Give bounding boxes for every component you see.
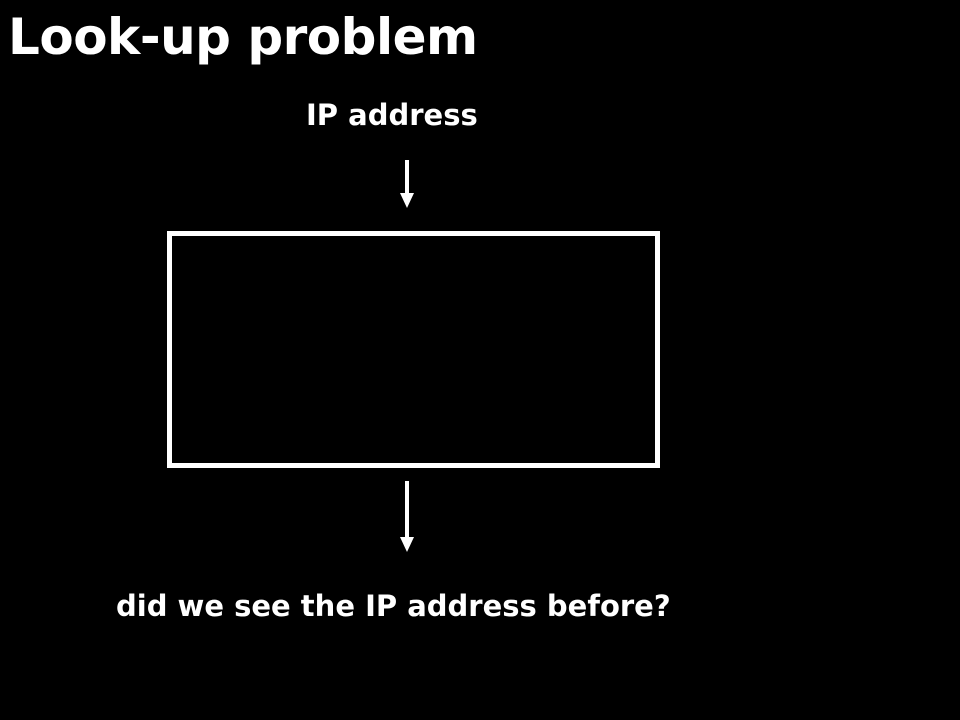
slide-title: Look-up problem xyxy=(8,8,478,66)
output-label: did we see the IP address before? xyxy=(116,589,671,623)
input-label: IP address xyxy=(306,98,478,132)
lookup-box xyxy=(167,231,660,468)
